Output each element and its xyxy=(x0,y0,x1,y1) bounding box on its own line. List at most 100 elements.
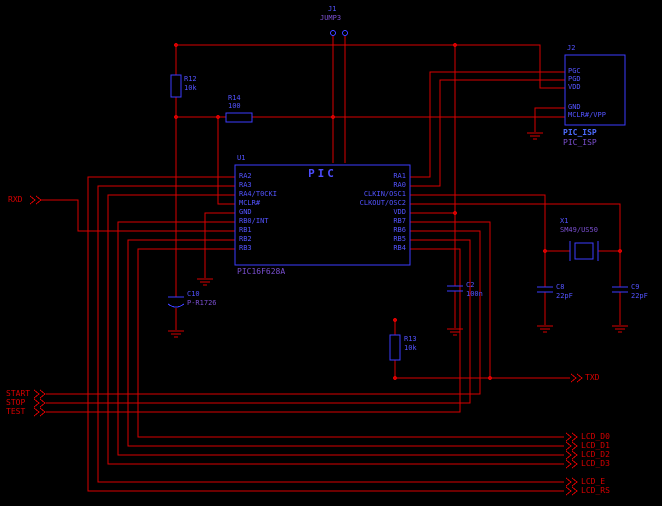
net-lcd-d1-wire[interactable] xyxy=(127,239,564,447)
isp-header-symbol[interactable] xyxy=(564,54,626,126)
net-isp-gnd-wire[interactable] xyxy=(534,107,565,132)
net-label-lcd-e[interactable]: LCD_E xyxy=(581,477,606,486)
ground-symbols xyxy=(168,132,628,338)
u1-pin-ra0: RA0 xyxy=(393,181,406,189)
jumper-j1-symbol[interactable] xyxy=(330,30,348,36)
net-label-test[interactable]: TEST xyxy=(6,407,26,416)
c9-refdes[interactable]: C9 xyxy=(631,283,640,291)
net-label-rxd[interactable]: RXD xyxy=(8,195,23,204)
arrow-lcd-rs-icon xyxy=(565,486,578,496)
u1-pin-ra3: RA3 xyxy=(239,181,252,189)
u1-pin-gnd: GND xyxy=(239,208,252,216)
net-test-wire[interactable] xyxy=(46,248,461,413)
j2-pin-pgc: PGC xyxy=(568,67,581,75)
gnd-icon xyxy=(527,132,543,140)
net-lcd-d3-wire[interactable] xyxy=(107,194,564,465)
u1-title: PIC xyxy=(308,167,337,180)
net-label-stop[interactable]: STOP xyxy=(6,398,26,407)
crystal-x1-symbol[interactable] xyxy=(569,241,599,261)
u1-pin-rb1: RB1 xyxy=(239,226,252,234)
gnd-icon xyxy=(168,330,184,338)
net-pic-gnd-wire[interactable] xyxy=(204,212,235,278)
c2-refdes[interactable]: C2 xyxy=(466,281,475,289)
r14-value[interactable]: 100 xyxy=(228,102,241,110)
gnd-icon xyxy=(537,325,553,333)
net-label-lcd-d2[interactable]: LCD_D2 xyxy=(581,450,610,459)
j2-refdes[interactable]: J2 xyxy=(567,44,576,52)
net-vdd-wire[interactable] xyxy=(175,44,565,328)
capacitor-c8-symbol[interactable] xyxy=(537,286,553,293)
capacitor-c10-symbol[interactable] xyxy=(167,296,185,308)
u1-pin-rb7: RB7 xyxy=(393,217,406,225)
arrow-lcd-d2-icon xyxy=(565,450,578,460)
r13-value[interactable]: 10k xyxy=(404,344,417,352)
pic-body-symbol[interactable] xyxy=(234,164,411,266)
j2-pin-mclr: MCLR#/VPP xyxy=(568,111,606,119)
r14-refdes[interactable]: R14 xyxy=(228,94,241,102)
c10-refdes[interactable]: C10 xyxy=(187,290,200,298)
arrow-test-icon xyxy=(33,407,46,417)
j2-pin-vdd: VDD xyxy=(568,83,581,91)
net-stop-wire[interactable] xyxy=(46,239,471,404)
u1-pin-rb4: RB4 xyxy=(393,244,406,252)
net-txd-wire[interactable] xyxy=(394,221,570,379)
j2-pin-gnd: GND xyxy=(568,103,581,111)
x1-refdes[interactable]: X1 xyxy=(560,217,569,225)
c8-value[interactable]: 22pF xyxy=(556,292,573,300)
u1-pin-vdd: VDD xyxy=(393,208,406,216)
arrow-rxd-icon xyxy=(29,195,42,205)
gnd-icon xyxy=(447,328,463,336)
net-mclr-wire[interactable] xyxy=(175,116,565,330)
arrow-lcd-e-icon xyxy=(565,477,578,487)
j1-refdes[interactable]: J1 xyxy=(328,5,337,13)
u1-refdes[interactable]: U1 xyxy=(237,154,246,162)
net-label-start[interactable]: START xyxy=(6,389,31,398)
u1-pin-osc2: CLKOUT/OSC2 xyxy=(359,199,406,207)
j2-name[interactable]: PIC_ISP xyxy=(563,128,597,137)
resistor-r12-symbol[interactable] xyxy=(170,74,182,98)
net-lcd-rs-wire[interactable] xyxy=(87,176,564,492)
arrow-start-icon xyxy=(33,389,46,399)
net-lcd-d0-wire[interactable] xyxy=(137,248,564,438)
resistor-r13-symbol[interactable] xyxy=(389,334,401,361)
net-label-lcd-rs[interactable]: LCD_RS xyxy=(581,486,610,495)
net-label-lcd-d1[interactable]: LCD_D1 xyxy=(581,441,610,450)
j2-name2[interactable]: PIC_ISP xyxy=(563,138,597,147)
r13-refdes[interactable]: R13 xyxy=(404,335,417,343)
x1-value[interactable]: SM49/US50 xyxy=(560,226,598,234)
net-lcd-e-wire[interactable] xyxy=(97,185,564,483)
net-rxd-wire[interactable] xyxy=(41,199,235,232)
net-label-txd[interactable]: TXD xyxy=(585,373,600,382)
j2-pin-pgd: PGD xyxy=(568,75,581,83)
u1-pin-rb6: RB6 xyxy=(393,226,406,234)
net-start-wire[interactable] xyxy=(46,230,481,395)
u1-pin-ra4: RA4/T0CKI xyxy=(239,190,277,198)
c2-value[interactable]: 100n xyxy=(466,290,483,298)
u1-pin-ra1: RA1 xyxy=(393,172,406,180)
net-arrows xyxy=(29,195,583,496)
u1-pin-rb2: RB2 xyxy=(239,235,252,243)
c8-refdes[interactable]: C8 xyxy=(556,283,565,291)
j1-value[interactable]: JUMP3 xyxy=(320,14,342,22)
gnd-icon xyxy=(197,278,213,286)
capacitor-c9-symbol[interactable] xyxy=(612,286,628,293)
c9-value[interactable]: 22pF xyxy=(631,292,648,300)
arrow-lcd-d3-icon xyxy=(565,459,578,469)
capacitor-c2-symbol[interactable] xyxy=(447,285,463,292)
c10-value[interactable]: P-R1726 xyxy=(187,299,217,307)
net-jumper-wires[interactable] xyxy=(332,36,346,163)
net-osc-wires[interactable] xyxy=(410,194,621,325)
arrow-txd-icon xyxy=(570,373,583,383)
u1-pin-ra2: RA2 xyxy=(239,172,252,180)
net-pgc-pgd-wires[interactable] xyxy=(410,71,565,187)
r12-value[interactable]: 10k xyxy=(184,84,197,92)
net-label-lcd-d3[interactable]: LCD_D3 xyxy=(581,459,610,468)
net-lcd-d2-wire[interactable] xyxy=(117,221,564,456)
junction-dots xyxy=(174,43,622,380)
u1-part[interactable]: PIC16F628A xyxy=(237,267,286,276)
resistor-r14-symbol[interactable] xyxy=(225,112,253,123)
r12-refdes[interactable]: R12 xyxy=(184,75,197,83)
net-label-lcd-d0[interactable]: LCD_D0 xyxy=(581,432,610,441)
